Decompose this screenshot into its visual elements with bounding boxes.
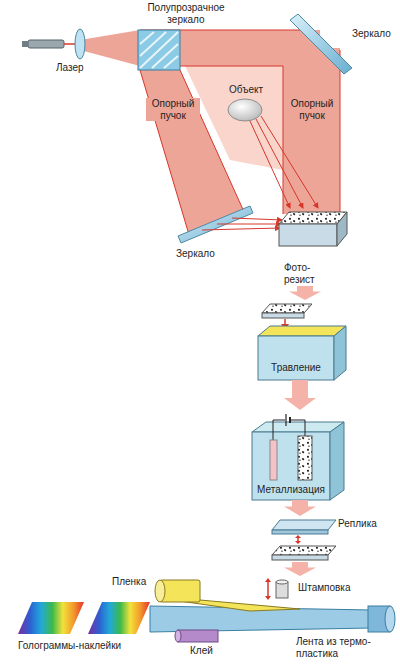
part-label: Зеркало: [352, 28, 396, 40]
part-label: Опорный пучок: [146, 98, 200, 121]
photoresist-plate: [262, 313, 304, 318]
light-ray: [202, 228, 280, 230]
photoresist-plate: [279, 224, 337, 246]
holography-setup: [22, 14, 352, 246]
metallization-stage: [252, 414, 344, 500]
light-ray: [232, 218, 282, 220]
part-label: Клей: [190, 645, 230, 657]
motion-arrow: [267, 581, 269, 597]
part-label: Пленка: [112, 576, 156, 588]
process-arrow: [284, 500, 316, 516]
photoresist-plate: [337, 212, 347, 246]
photoresist-plate: [279, 212, 347, 224]
glue-roll: [178, 630, 218, 642]
film-roll: [160, 580, 200, 602]
process-arrow: [284, 562, 316, 576]
stage-label: Штамповка: [298, 582, 374, 594]
battery-symbol: [285, 414, 286, 426]
stage-label: Металлизация: [252, 484, 330, 496]
beam-edge: [140, 70, 190, 238]
tank-symbol: [334, 326, 346, 380]
stage-label: Фото- резист: [284, 262, 328, 285]
etching-tank: Травление: [252, 300, 348, 380]
beam-splitter: [140, 32, 166, 56]
photoresist-block: Фото- резист: [278, 212, 352, 286]
replica-stage: [272, 520, 336, 560]
stage-label: Реплика: [338, 518, 382, 530]
light-ray: [261, 116, 318, 208]
part-label: Лента из термо- пластика: [296, 636, 388, 659]
motion-arrow: [295, 535, 301, 544]
replica-plate: [272, 530, 328, 534]
part-label: Лазер: [56, 62, 90, 74]
master-plate: [272, 546, 336, 555]
reference-beam: [283, 48, 340, 214]
hologram-sticker: [18, 602, 84, 634]
light-ray: [217, 224, 281, 225]
stamping-press: Штамповка: [262, 576, 377, 602]
tank-symbol: [258, 336, 334, 380]
beam-splitter: [140, 32, 178, 68]
tank-symbol: [252, 432, 330, 500]
part-label: Объект: [226, 84, 266, 96]
etching-stage: [258, 304, 346, 380]
beam-edge: [180, 66, 283, 67]
hologram-sticker: [88, 602, 150, 634]
part-label: Зеркало: [176, 248, 224, 260]
mirror-symbol: [290, 14, 352, 74]
stage-label: Травление: [258, 362, 334, 374]
process-arrow: [284, 380, 316, 410]
battery-symbol: [289, 417, 291, 423]
tape-roll: [385, 606, 395, 632]
stamping-line: [18, 578, 395, 642]
master-plate: [272, 555, 328, 560]
electrode: [270, 440, 277, 480]
light-ray: [256, 119, 303, 208]
replica-plate: [272, 520, 336, 530]
electrode: [298, 436, 312, 480]
lens-symbol: [75, 29, 85, 59]
beam-splitter: [140, 32, 178, 68]
beam-splitter: [140, 32, 154, 44]
photoresist-plate: [262, 304, 312, 313]
object-symbol: [228, 99, 262, 121]
part-label: Опорный пучок: [285, 98, 339, 121]
metallization-tank: Металлизация: [248, 410, 348, 500]
replica-plate: Реплика: [266, 516, 384, 562]
laser-symbol: [28, 40, 64, 48]
etching-liquid: [258, 326, 346, 336]
film-roll: [155, 580, 165, 602]
tank-symbol: [330, 422, 344, 500]
light-ray: [250, 121, 290, 208]
beam-splitter: [164, 56, 178, 68]
motion-arrow: [265, 578, 271, 600]
beam-edge: [340, 50, 341, 214]
beam-splitter: [152, 44, 178, 68]
beam-splitter: [138, 30, 180, 70]
laser-symbol: [22, 41, 28, 47]
reference-beam: [140, 70, 245, 238]
part-label: Полупрозрачное зеркало: [136, 2, 236, 25]
glue-roll: [175, 630, 181, 642]
stamp-symbol: [276, 580, 288, 584]
part-label: Голограммы-наклейки: [18, 640, 148, 652]
laser-cone: [80, 30, 140, 66]
tank-symbol: [252, 422, 344, 432]
process-arrow: [289, 286, 321, 300]
